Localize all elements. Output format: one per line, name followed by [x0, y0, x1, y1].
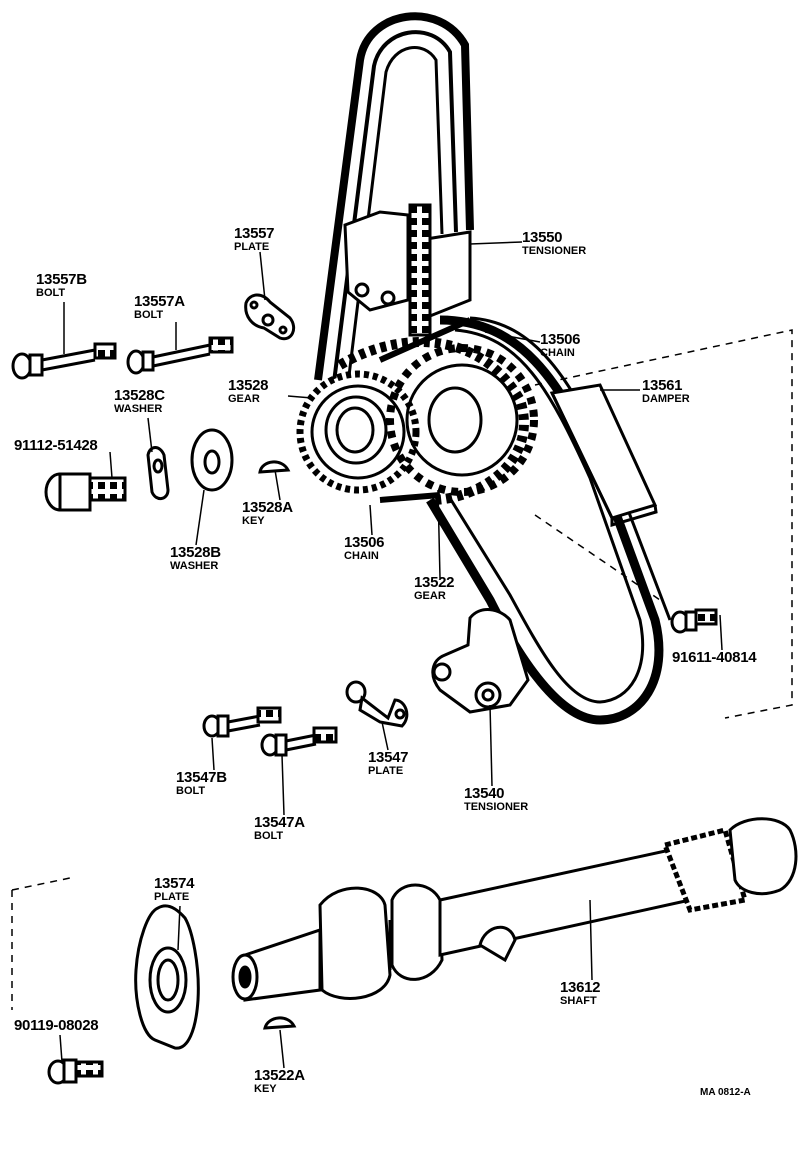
part-number: 13557A [134, 293, 185, 310]
part-name: PLATE [368, 765, 404, 777]
label-bolt-13547b: 13547B BOLT [176, 770, 227, 797]
bolt-90119-shape [49, 1060, 102, 1083]
label-gear-13522: 13522 GEAR [414, 574, 455, 602]
bolt-91611-shape [672, 610, 716, 632]
label-shaft-13612: 13612 SHAFT [560, 979, 601, 1007]
part-number: 13506 [344, 534, 385, 551]
part-number: 13557B [36, 271, 87, 288]
tensioner-13540-shape [433, 610, 528, 712]
label-plate-13547: 13547 PLATE [368, 749, 409, 777]
bolt-13557b-shape [13, 344, 115, 378]
part-name: WASHER [170, 560, 219, 572]
part-name: GEAR [228, 393, 260, 405]
part-number: 13506 [540, 331, 581, 348]
tensioner-13550-shape [345, 205, 470, 335]
leader-lines [60, 242, 722, 1068]
key-13522a-shape [265, 1018, 294, 1028]
damper-13561-shape [552, 385, 656, 525]
label-plate-13574: 13574 PLATE [154, 875, 195, 903]
label-washer-13528c: 13528C WASHER [114, 388, 165, 415]
gear-13522-shape [390, 348, 534, 492]
washer-13528c-shape [148, 448, 168, 499]
label-gear-13528: 13528 GEAR [228, 377, 269, 405]
chain-guide-loop [318, 16, 470, 384]
label-washer-13528b: 13528B WASHER [170, 545, 221, 572]
label-bolt-91112: 91112-51428 [14, 437, 98, 454]
part-number: 13528B [170, 544, 221, 561]
washer-13528b-shape [192, 430, 232, 490]
part-number: 13574 [154, 875, 195, 892]
part-name: SHAFT [560, 995, 597, 1007]
part-name: KEY [254, 1083, 277, 1095]
label-key-13528a: 13528A KEY [242, 500, 293, 527]
key-13528a-shape [260, 462, 288, 472]
bolt-13547b-shape [204, 708, 280, 736]
part-name: BOLT [176, 785, 206, 797]
gear-13528-shape [300, 374, 416, 490]
part-number: 90119-08028 [14, 1017, 99, 1034]
part-name: PLATE [234, 241, 270, 253]
part-name: BOLT [254, 830, 284, 842]
part-number: 13522A [254, 1067, 305, 1084]
part-name: BOLT [36, 287, 66, 299]
label-key-13522a: 13522A KEY [254, 1068, 305, 1095]
part-name: CHAIN [344, 550, 379, 562]
bolt-13557a-shape [128, 338, 232, 373]
bolt-13547a-shape [262, 728, 336, 755]
bolt-91112-shape [46, 474, 125, 510]
label-damper-13561: 13561 DAMPER [642, 378, 690, 405]
part-name: WASHER [114, 403, 163, 415]
label-tensioner-13550: 13550 TENSIONER [522, 230, 586, 257]
label-bolt-13557a: 13557A BOLT [134, 294, 185, 321]
part-number: 13561 [642, 377, 683, 394]
label-tensioner-13540: 13540 TENSIONER [464, 786, 528, 813]
part-number: 13528C [114, 387, 165, 404]
part-number: 13550 [522, 229, 563, 246]
label-bolt-91611: 91611-40814 [672, 649, 757, 666]
part-name: PLATE [154, 891, 190, 903]
label-bolt-90119: 90119-08028 [14, 1017, 99, 1034]
part-number: 13528 [228, 377, 269, 394]
part-number: 13528A [242, 499, 293, 516]
label-chain-13506-upper: 13506 CHAIN [540, 331, 581, 359]
part-name: KEY [242, 515, 265, 527]
part-name: TENSIONER [464, 801, 529, 813]
label-chain-13506-lower: 13506 CHAIN [344, 534, 385, 562]
figure-reference: MA 0812-A [700, 1087, 751, 1098]
part-name: BOLT [134, 309, 164, 321]
part-number: 13557 [234, 225, 275, 242]
part-number: 13612 [560, 979, 601, 996]
part-number: 13547A [254, 814, 305, 831]
part-number: 91112-51428 [14, 437, 98, 454]
label-bolt-13557b: 13557B BOLT [36, 272, 87, 299]
plate-13574-shape [136, 906, 199, 1048]
dashed-reference-lines [12, 330, 792, 1010]
label-plate-13557: 13557 PLATE [234, 225, 275, 253]
part-number: 13540 [464, 785, 505, 802]
part-name: DAMPER [642, 393, 690, 405]
label-bolt-13547a: 13547A BOLT [254, 815, 305, 842]
part-name: CHAIN [540, 347, 575, 359]
part-number: 13522 [414, 574, 455, 591]
part-number: 91611-40814 [672, 649, 757, 666]
part-number: 13547 [368, 749, 409, 766]
part-number: 13547B [176, 769, 227, 786]
plate-13547-shape [347, 682, 407, 726]
part-name: TENSIONER [522, 245, 587, 257]
shaft-13612-shape [233, 819, 796, 1000]
plate-13557-shape [246, 295, 294, 339]
part-name: GEAR [414, 590, 446, 602]
